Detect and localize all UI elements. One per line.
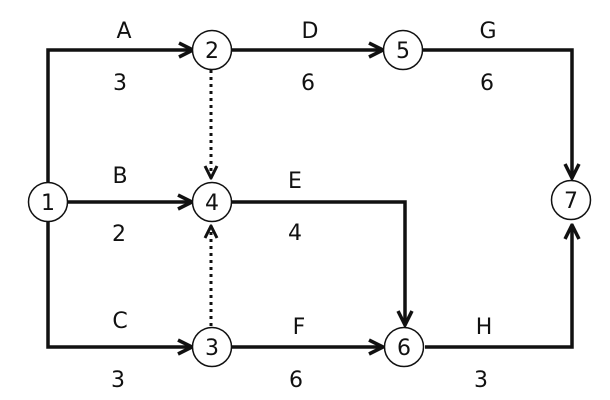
node-3: 3 [191,326,233,368]
activity-duration-c: 3 [111,368,125,393]
activity-name-b: B [112,164,127,189]
activity-duration-a: 3 [113,71,127,96]
node-5: 5 [382,29,424,71]
activity-name-e: E [288,169,302,194]
arrow-activity-g [423,48,572,178]
node-4: 4 [191,181,233,223]
node-2-label: 2 [205,39,219,64]
activity-duration-b: 2 [112,222,126,247]
arrow-activity-h [425,225,572,349]
node-2: 2 [191,29,233,71]
activity-duration-f: 6 [289,368,303,393]
node-1-label: 1 [41,191,55,216]
activity-duration-g: 6 [480,71,494,96]
node-4-label: 4 [205,191,219,216]
activity-duration-h: 3 [474,368,488,393]
node-7-label: 7 [564,189,578,214]
activity-duration-e: 4 [288,221,302,246]
node-7: 7 [550,179,592,221]
activity-name-f: F [293,315,306,340]
activity-name-d: D [302,19,319,44]
node-1: 1 [27,181,69,223]
node-5-label: 5 [396,39,410,64]
node-6-label: 6 [397,336,411,361]
arrow-activity-c [46,222,192,347]
activity-duration-d: 6 [301,71,315,96]
arrow-activity-a [46,50,193,182]
arrow-activity-e [232,200,405,325]
activity-name-h: H [476,315,493,340]
node-3-label: 3 [205,336,219,361]
activity-name-c: C [112,309,127,334]
activity-name-g: G [479,19,496,44]
activity-name-a: A [116,19,131,44]
node-6: 6 [383,326,425,368]
